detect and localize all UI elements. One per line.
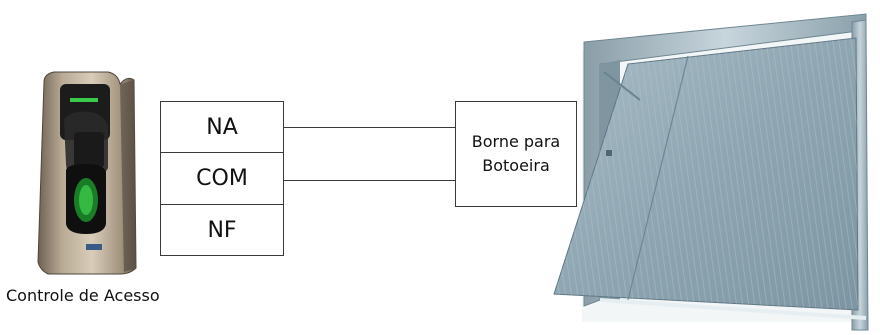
terminal-na: NA <box>160 101 284 153</box>
borne-line-1: Borne para <box>471 132 561 151</box>
terminal-nf-label: NF <box>207 217 237 243</box>
borne-line-2: Botoeira <box>482 156 550 175</box>
garage-door-icon <box>553 13 869 331</box>
wire-na <box>284 127 455 128</box>
botoeira-terminal-box: Borne para Botoeira <box>455 101 577 207</box>
terminal-nf: NF <box>160 204 284 256</box>
terminal-com: COM <box>160 152 284 205</box>
terminal-na-label: NA <box>206 114 238 140</box>
device-caption: Controle de Acesso <box>6 286 160 305</box>
terminal-com-label: COM <box>196 166 248 191</box>
fingerprint-reader-icon <box>37 71 137 275</box>
wire-com <box>284 180 455 181</box>
